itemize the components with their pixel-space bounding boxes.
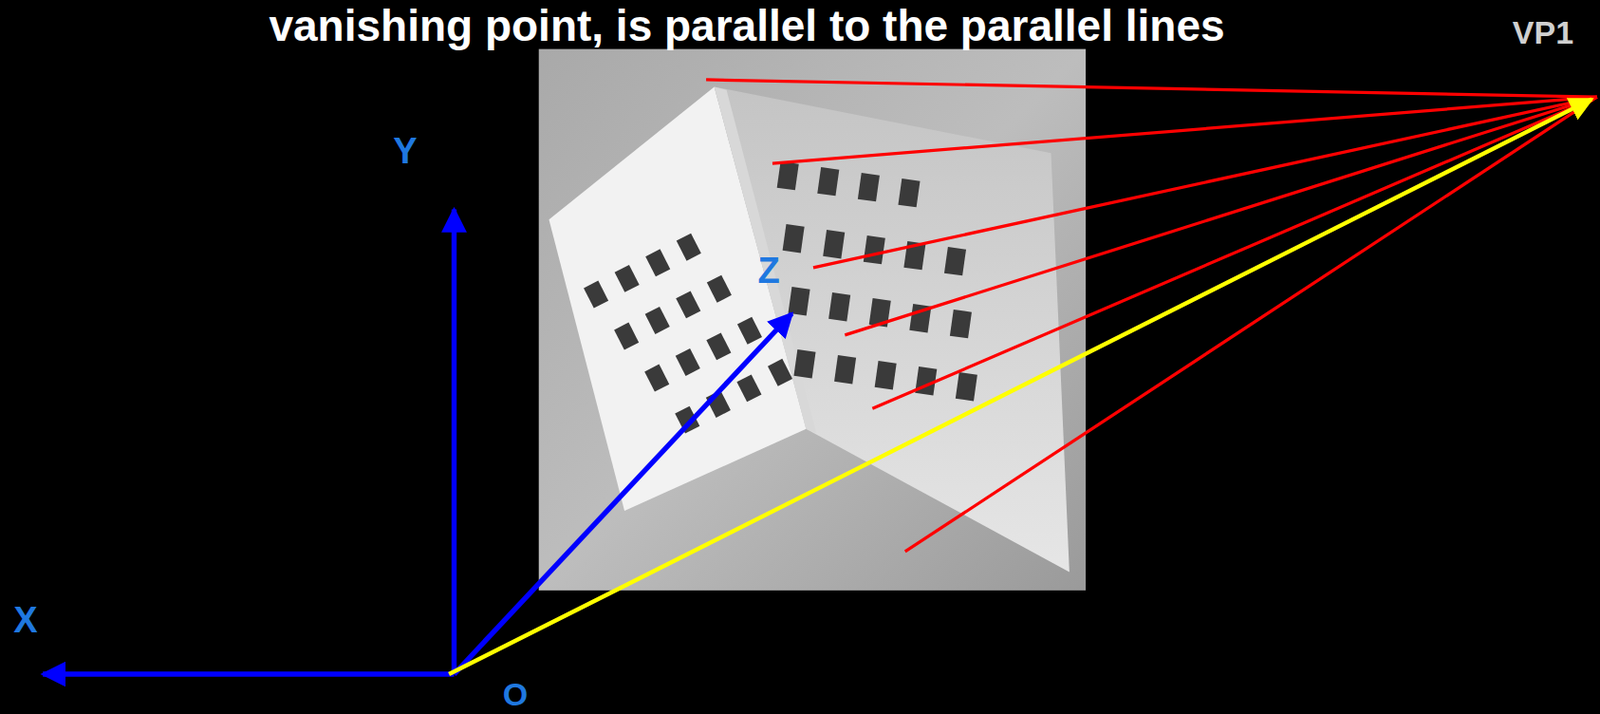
direction-line (448, 98, 1592, 674)
origin-label: O (502, 677, 528, 710)
axes (42, 209, 792, 674)
point-label: VP1 (1512, 16, 1574, 49)
axis-label: Y (392, 132, 417, 169)
building-photo (539, 49, 1086, 591)
axis-label: Z (757, 252, 780, 289)
slide-title: vanishing point, is parallel to the para… (268, 3, 1225, 48)
parallel-lines (706, 79, 1598, 552)
axis-label: X (13, 601, 38, 638)
